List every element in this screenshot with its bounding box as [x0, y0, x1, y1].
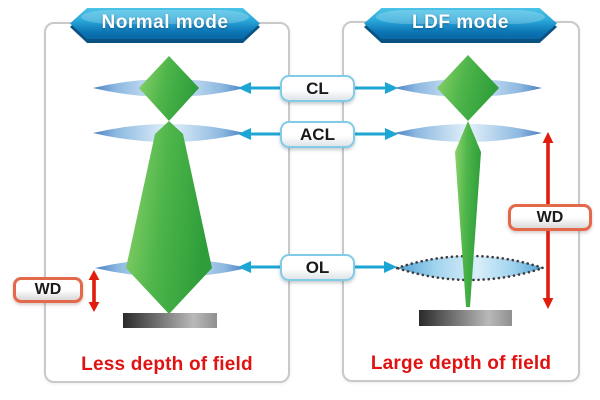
badge-face-layer — [364, 8, 557, 39]
wd-label-right: WD — [536, 208, 564, 226]
specimen-right — [419, 310, 512, 326]
acl-arrow-right — [354, 128, 398, 140]
ol-arrow-right — [354, 261, 397, 273]
ldf-mode-badge: LDF mode — [364, 8, 557, 43]
cl-label-box: CL — [280, 75, 355, 102]
badge-gloss — [81, 10, 249, 25]
beam-diamond-left — [139, 56, 199, 121]
acl-label-box: ACL — [280, 121, 355, 148]
acl-arrow-left — [238, 128, 282, 140]
badge-face-layer — [70, 8, 260, 39]
beam-diamond-right — [437, 55, 499, 121]
caption-left: Less depth of field — [81, 354, 253, 375]
wd-box-right: WD — [508, 204, 592, 231]
beam-wide-cone-left — [126, 121, 212, 314]
wd-box-left: WD — [13, 277, 83, 303]
ol-label: OL — [305, 257, 330, 277]
ol-label-box: OL — [280, 254, 355, 281]
normal-mode-badge-label: Normal mode — [101, 12, 229, 33]
ol-arrow-left — [238, 261, 282, 273]
badge-gloss — [375, 10, 546, 25]
cl-arrow-right — [354, 82, 398, 94]
beam-needle-right — [455, 121, 481, 307]
normal-mode-badge: Normal mode — [70, 8, 260, 43]
caption-right: Large depth of field — [370, 353, 552, 374]
wd-label-left: WD — [34, 281, 62, 298]
cl-arrow-left — [238, 82, 282, 94]
acl-label: ACL — [300, 124, 335, 144]
cl-label: CL — [306, 78, 329, 98]
ldf-mode-badge-label: LDF mode — [412, 12, 509, 33]
specimen-left — [123, 313, 217, 328]
wd-arrow-left — [88, 270, 100, 312]
